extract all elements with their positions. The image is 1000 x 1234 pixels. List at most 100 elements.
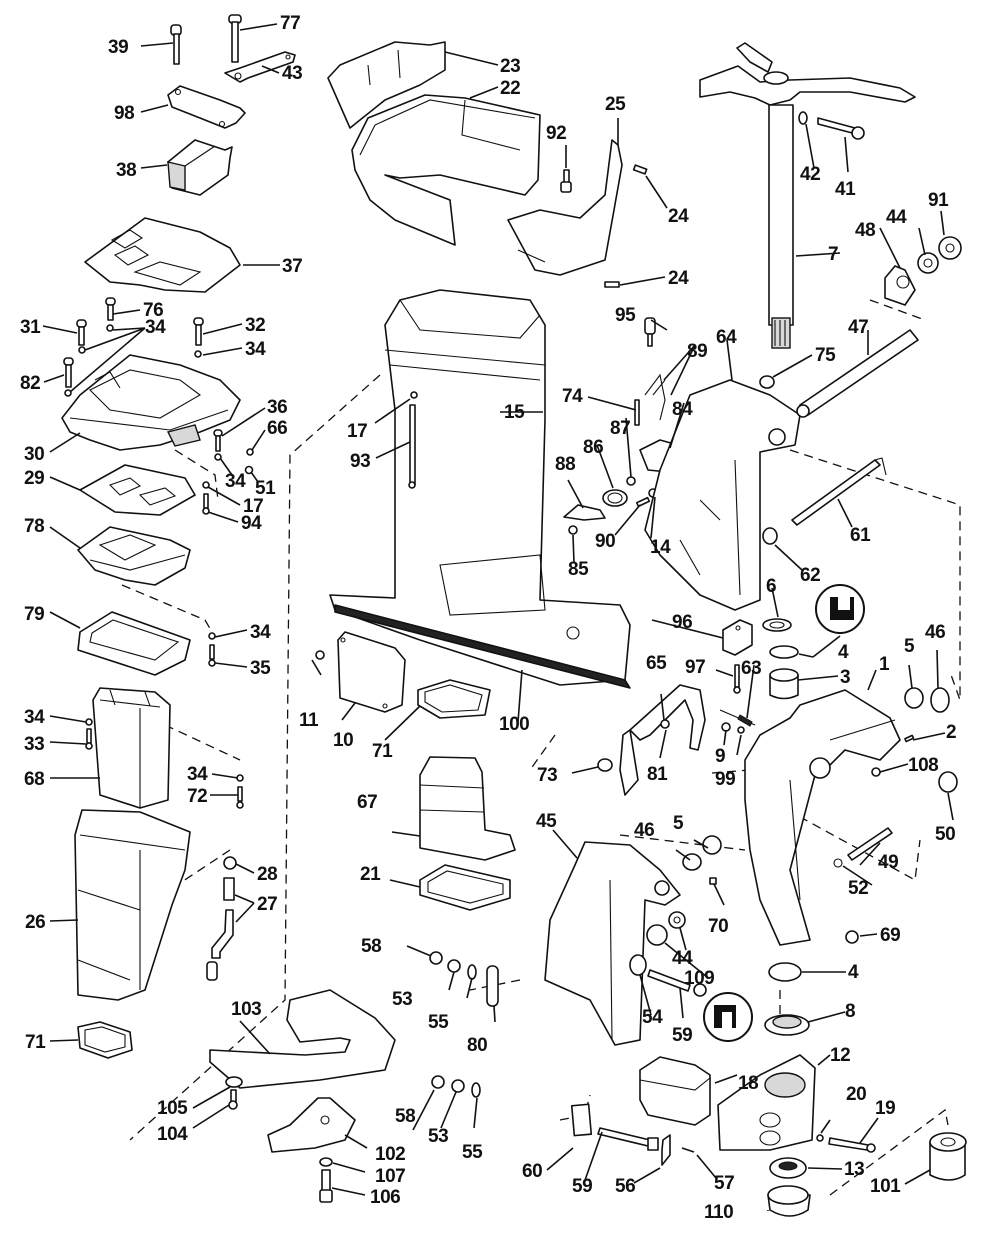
washer-55-lower (471, 1082, 481, 1098)
callout-51: 51 (255, 478, 276, 499)
callout-94: 94 (241, 513, 262, 534)
callout-39: 39 (108, 37, 128, 58)
callout-8: 8 (845, 1001, 855, 1022)
callout-50: 50 (935, 824, 955, 845)
seal-71-middle (417, 679, 491, 719)
callout-92: 92 (546, 123, 566, 144)
callout-6: 6 (766, 576, 776, 597)
gasket-29 (79, 464, 196, 516)
callout-68: 68 (24, 769, 44, 790)
swivel-bracket-64 (644, 379, 801, 611)
callout-4-b: 4 (848, 962, 859, 983)
callout-109: 109 (684, 968, 714, 989)
callout-46-a: 46 (925, 622, 945, 643)
bushing-101 (929, 1132, 967, 1181)
callout-35: 35 (250, 658, 271, 679)
hose-27 (206, 877, 235, 981)
callout-98: 98 (114, 103, 134, 124)
callout-102: 102 (375, 1144, 405, 1165)
nut-91 (938, 236, 962, 260)
housing-12 (717, 1054, 816, 1151)
link-65 (629, 684, 706, 751)
callout-30: 30 (24, 444, 44, 465)
nut-53-lower (451, 1079, 465, 1093)
callout-62: 62 (800, 565, 820, 586)
screw-24-lower (604, 281, 620, 288)
callout-32: 32 (245, 315, 265, 336)
bushing-3 (769, 668, 799, 700)
nut-51 (244, 465, 254, 475)
callout-103: 103 (231, 999, 261, 1020)
callout-95: 95 (615, 305, 636, 326)
callout-34-b: 34 (245, 339, 266, 360)
screw-31 (76, 319, 87, 346)
callout-12: 12 (830, 1045, 850, 1066)
callout-93: 93 (350, 451, 370, 472)
callout-56: 56 (615, 1176, 635, 1197)
callout-99: 99 (715, 769, 735, 790)
callout-labels: 39 77 43 98 38 37 76 31 34 32 34 82 36 6… (20, 13, 957, 1223)
callout-15: 15 (504, 402, 525, 423)
nut-53-upper (447, 959, 461, 973)
module-38 (167, 139, 233, 196)
cover-25 (507, 139, 623, 276)
cover-10 (337, 631, 406, 713)
pin-108 (871, 767, 881, 777)
callout-64: 64 (716, 327, 737, 348)
callout-57: 57 (714, 1173, 734, 1194)
callout-29: 29 (24, 468, 44, 489)
callout-105: 105 (157, 1098, 188, 1119)
callout-70: 70 (708, 916, 728, 937)
callout-22: 22 (500, 78, 520, 99)
callout-106: 106 (370, 1187, 400, 1208)
callout-79: 79 (24, 604, 44, 625)
bushing-5-upper (904, 687, 924, 709)
screw-90 (635, 496, 651, 508)
callout-23: 23 (500, 56, 520, 77)
washer-55-upper (467, 964, 477, 980)
bracket-48 (884, 265, 916, 306)
callout-13: 13 (844, 1159, 864, 1180)
seal-21 (419, 864, 511, 911)
callout-9: 9 (715, 746, 725, 767)
bracket-43 (224, 51, 296, 83)
bolt-77 (228, 14, 242, 63)
screw-97 (733, 664, 741, 694)
callout-97: 97 (685, 657, 705, 678)
callout-19: 19 (875, 1098, 895, 1119)
nut-85 (568, 525, 578, 535)
callout-4-a: 4 (838, 642, 849, 663)
callout-71-b: 71 (372, 741, 393, 762)
bolt-39 (170, 24, 182, 65)
steering-arm (699, 42, 916, 106)
callout-17-a: 17 (243, 496, 263, 517)
spring-63 (719, 709, 756, 727)
callout-53-a: 53 (392, 989, 412, 1010)
callout-54: 54 (642, 1007, 663, 1028)
callout-74: 74 (562, 386, 583, 407)
leader-lines (42, 23, 954, 1211)
callout-41: 41 (835, 179, 856, 200)
callout-58-a: 58 (361, 936, 381, 957)
screw-72 (236, 774, 244, 809)
pin-49 (847, 827, 893, 861)
callout-84: 84 (672, 399, 693, 420)
clip-56 (661, 1134, 671, 1166)
screw-92 (560, 169, 572, 193)
callout-61: 61 (850, 525, 871, 546)
washer-17-left (202, 481, 210, 489)
callout-49: 49 (878, 852, 898, 873)
callout-88: 88 (555, 454, 575, 475)
callout-48: 48 (855, 220, 875, 241)
callout-47: 47 (848, 317, 868, 338)
callout-44-a: 44 (886, 207, 907, 228)
callout-1: 1 (879, 654, 890, 675)
callout-20: 20 (846, 1084, 866, 1105)
callout-21: 21 (360, 864, 381, 885)
tube-47 (796, 329, 919, 418)
plate-103 (209, 989, 396, 1089)
callout-60: 60 (522, 1161, 542, 1182)
callout-38: 38 (116, 160, 136, 181)
washer-42 (798, 111, 808, 125)
